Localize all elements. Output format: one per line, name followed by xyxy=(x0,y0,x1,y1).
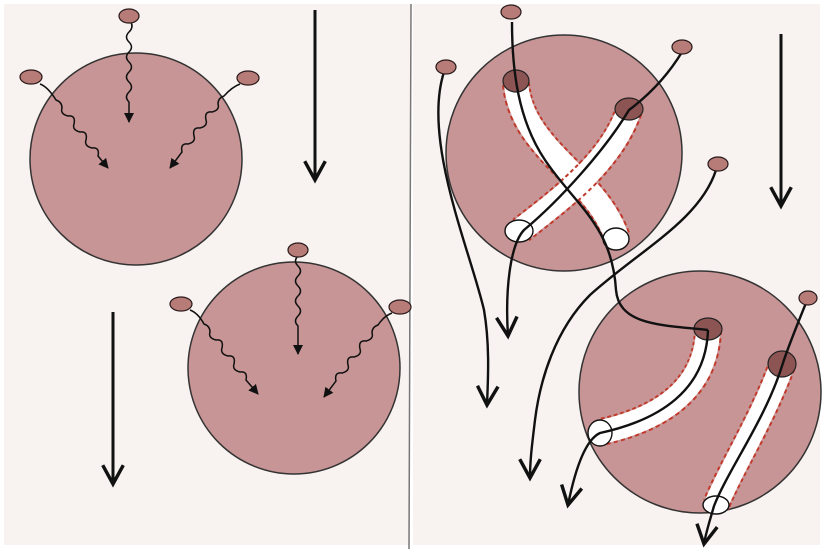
probe-head xyxy=(237,71,259,85)
probe-head xyxy=(20,70,42,84)
probe-head xyxy=(170,297,192,311)
probe-head xyxy=(708,157,728,171)
probe-head xyxy=(672,40,692,54)
probe-head xyxy=(501,5,521,19)
particle-circle xyxy=(30,53,242,265)
probe-head xyxy=(119,9,139,23)
probe-head xyxy=(389,300,411,314)
probe-head xyxy=(288,243,308,257)
probe-head xyxy=(799,291,817,305)
particle-circle xyxy=(188,262,400,474)
probe-head xyxy=(436,60,456,74)
